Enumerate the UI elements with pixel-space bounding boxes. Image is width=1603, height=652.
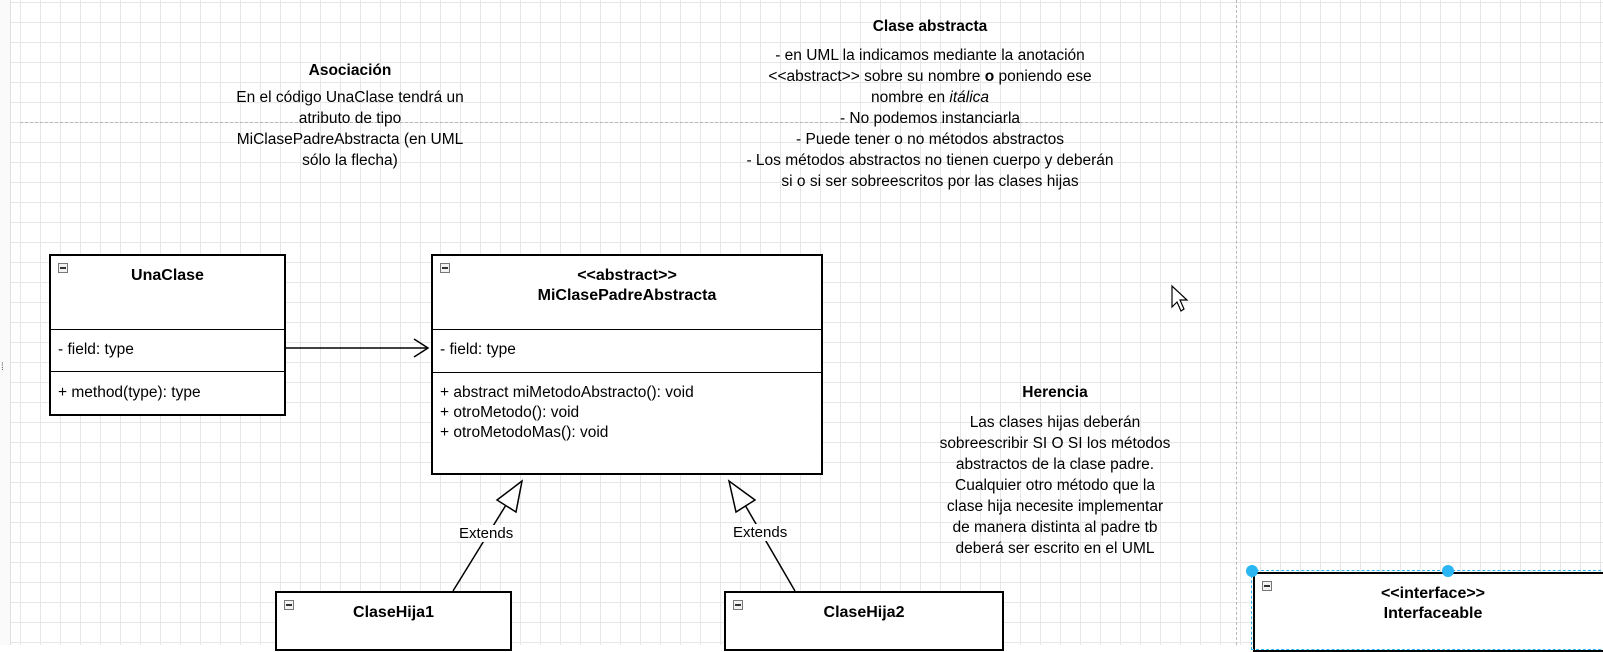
class-methods[interactable]: + abstract miMetodoAbstracto(): void + o… — [433, 373, 821, 473]
class-stereotype: <<abstract>> — [577, 267, 677, 284]
note-line: - Puede tener o no métodos abstractos — [796, 131, 1064, 148]
note-line: - No podemos instanciarla — [839, 110, 1021, 127]
selection-outline — [1251, 570, 1603, 650]
collapse-minus-icon[interactable] — [440, 263, 450, 273]
note-line: si o si ser sobreescritos por las clases… — [781, 173, 1079, 190]
collapse-minus-icon[interactable] — [733, 600, 743, 610]
note-line: <<abstract>> sobre su nombre o poniendo … — [690, 66, 1170, 87]
class-name: MiClasePadreAbstracta — [537, 287, 717, 304]
class-attributes[interactable]: - field: type — [433, 330, 821, 373]
note-line: - en UML la indicamos mediante la anotac… — [775, 47, 1085, 64]
interface-stereotype: <<interface>> — [1380, 585, 1486, 602]
class-header[interactable]: UnaClase — [51, 256, 284, 330]
note-line: de manera distinta al padre tb — [952, 519, 1158, 536]
note-text: poniendo ese — [994, 68, 1092, 85]
class-methods[interactable]: + method(type): type — [51, 372, 284, 414]
method: + otroMetodoMas(): void — [440, 424, 609, 441]
note-line: sobreescribir SI O SI los métodos — [939, 435, 1171, 452]
interface-interfaceable[interactable]: <<interface>> Interfaceable — [1253, 572, 1603, 652]
note-title: Herencia — [1022, 384, 1088, 401]
class-una-clase[interactable]: UnaClase - field: type + method(type): t… — [49, 254, 286, 416]
note-asociacion[interactable]: Asociación En el código UnaClase tendrá … — [200, 60, 500, 171]
inheritance-arrow-hija1[interactable] — [452, 479, 524, 592]
class-attributes[interactable]: - field: type — [51, 330, 284, 372]
note-line: MiClasePadreAbstracta (en UML — [236, 131, 464, 148]
note-title: Clase abstracta — [872, 18, 988, 35]
selection-handle[interactable] — [1442, 565, 1454, 577]
note-clase-abstracta[interactable]: Clase abstracta - en UML la indicamos me… — [690, 16, 1170, 192]
collapse-minus-icon[interactable] — [1262, 581, 1272, 591]
note-text: nombre en — [870, 89, 950, 106]
note-line: sólo la flecha) — [302, 152, 398, 169]
page-break-vertical — [1236, 0, 1237, 645]
note-line: En el código UnaClase tendrá un — [236, 89, 464, 106]
selection-handle[interactable] — [1246, 565, 1258, 577]
attribute: - field: type — [58, 341, 134, 358]
note-bold-text: o — [984, 68, 995, 85]
interface-name: Interfaceable — [1383, 605, 1483, 622]
note-title: Asociación — [308, 62, 392, 79]
class-header[interactable]: <<interface>> Interfaceable — [1255, 574, 1603, 624]
page-break-horizontal — [20, 122, 1603, 123]
class-clase-hija-2[interactable]: ClaseHija2 — [724, 591, 1004, 651]
note-herencia[interactable]: Herencia Las clases hijas deberán sobree… — [905, 382, 1205, 559]
class-mi-clase-padre-abstracta[interactable]: <<abstract>> MiClasePadreAbstracta - fie… — [431, 254, 823, 475]
collapse-minus-icon[interactable] — [284, 600, 294, 610]
note-line: nombre en itálica — [690, 87, 1170, 108]
class-header[interactable]: ClaseHija2 — [726, 593, 1002, 623]
class-name: UnaClase — [131, 267, 204, 284]
note-line: abstractos de la clase padre. — [955, 456, 1155, 473]
class-header[interactable]: ClaseHija1 — [277, 593, 510, 623]
method: + method(type): type — [58, 384, 201, 401]
mouse-pointer-icon — [1171, 284, 1189, 312]
class-header[interactable]: <<abstract>> MiClasePadreAbstracta — [433, 256, 821, 330]
note-line: - Los métodos abstractos no tienen cuerp… — [746, 152, 1114, 169]
method: + otroMetodo(): void — [440, 404, 580, 421]
collapse-minus-icon[interactable] — [58, 263, 68, 273]
method: + abstract miMetodoAbstracto(): void — [440, 384, 694, 401]
note-text: <<abstract>> sobre su nombre — [768, 68, 985, 85]
class-clase-hija-1[interactable]: ClaseHija1 — [275, 591, 512, 651]
extends-label-left[interactable]: Extends — [457, 525, 516, 542]
attribute: - field: type — [440, 341, 516, 358]
note-line: Cualquier otro método que la — [955, 477, 1155, 494]
extends-label-right[interactable]: Extends — [731, 524, 790, 541]
class-name: ClaseHija2 — [823, 604, 905, 621]
class-name: ClaseHija1 — [353, 604, 434, 621]
association-arrow[interactable] — [286, 338, 430, 358]
note-line: Las clases hijas deberán — [969, 414, 1141, 431]
note-line: deberá ser escrito en el UML — [955, 540, 1155, 557]
inheritance-arrow-hija2[interactable] — [727, 479, 796, 592]
note-line: atributo de tipo — [298, 110, 402, 127]
note-line: clase hija necesite implementar — [946, 498, 1164, 515]
note-italic-text: itálica — [949, 89, 990, 106]
panel-resize-grip-icon[interactable]: ⁞ — [1, 362, 4, 373]
left-panel-edge[interactable] — [0, 0, 11, 645]
